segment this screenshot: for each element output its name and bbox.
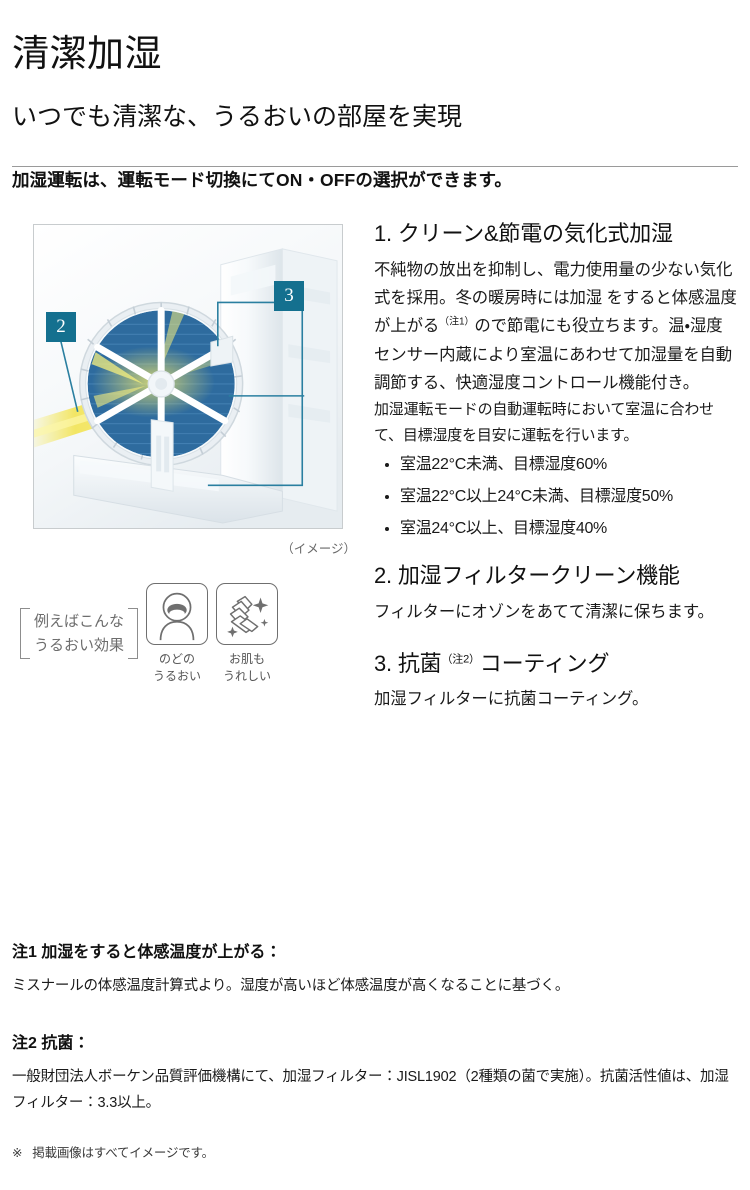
left-column: 2 3 （イメージ） 例えばこんな うるおい効果 のどの うるおい [12,224,364,683]
section-1-body-post: ので節電にも役立ちます。温・湿度センサー内蔵により室温にあわせて加湿量を自動調節… [374,317,733,392]
skin-moisture-hands-icon [216,583,279,646]
note-1-body: ミスナールの体感温度計算式より。湿度が高いほど体感温度が高くなることに基づく。 [12,978,570,994]
footnote-ref-1: （注1） [439,316,475,328]
footnotes: 注1 加湿をすると体感温度が上がる： ミスナールの体感温度計算式より。湿度が高い… [12,938,738,1161]
effect-caption-skin: お肌も うれしい [223,652,272,683]
section-3-heading-post: コーティング [479,650,610,676]
section-3-heading: 3. 抗菌（注2）コーティング [374,650,738,678]
target-humidity-list: 室温22°C未満、目標湿度60% 室温22°C以上24°C未満、目標湿度50% … [374,453,738,541]
throat-moisture-icon [146,583,209,646]
photo-caption: （イメージ） [281,542,356,557]
callout-badge-2: 2 [46,312,76,343]
image-disclaimer: ※ 掲載画像はすべてイメージです。 [12,1142,738,1161]
note-2-body: 一般財団法人ボーケン品質評価機構にて、加湿フィルター：JISL1902（2種類の… [12,1069,729,1111]
moisture-effects-group: 例えばこんな うるおい効果 のどの うるおい [20,583,364,683]
section-2-heading: 2. 加湿フィルタークリーン機能 [374,563,680,589]
list-item: 室温22°C未満、目標湿度60% [400,453,738,476]
page-title: 清潔加湿 [12,33,162,74]
humidifier-filter-illustration [34,225,342,529]
lead-statement: 加湿運転は、運転モード切換にてON・OFFの選択ができます。 [12,170,512,191]
effects-label: 例えばこんな うるおい効果 [20,608,139,659]
note-1-heading: 注1 加湿をすると体感温度が上がる： [12,944,282,961]
page-subtitle: いつでも清潔な、うるおいの部屋を実現 [12,102,463,131]
right-column: 1. クリーン&節電の気化式加湿 不純物の放出を抑制し、電力使用量の少ない気化式… [364,220,738,713]
section-3-body: 加湿フィルターに抗菌コーティング。 [374,690,649,709]
product-photo: 2 3 [33,224,343,530]
section-3-heading-pre: 3. 抗菌 [374,650,442,676]
header-divider [12,166,738,167]
section-1-subbody: 加湿運転モードの自動運転時において室温に合わせて、目標湿度を目安に運転を行います… [374,401,714,444]
effect-item-skin: お肌も うれしい [216,583,279,683]
content-columns: 2 3 （イメージ） 例えばこんな うるおい効果 のどの うるおい [12,221,738,717]
callout-badge-3: 3 [274,281,304,312]
note-2-heading: 注2 抗菌： [12,1035,90,1053]
effect-item-throat: のどの うるおい [146,583,209,683]
list-item: 室温24°C以上、目標湿度40% [400,517,738,540]
list-item: 室温22°C以上24°C未満、目標湿度50% [400,485,738,508]
section-2-body: フィルターにオゾンをあてて清潔に保ちます。 [374,602,714,621]
footnote-ref-2: （注2） [441,653,480,666]
asterisk-mark: ※ [12,1146,23,1161]
section-1-heading: 1. クリーン&節電の気化式加湿 [374,221,673,247]
effect-caption-throat: のどの うるおい [153,652,202,683]
section-1-body-pre: 不純物の放出を抑制し、電力使用量の少ない気化式を採用。冬の暖房時には加湿 をする… [374,260,737,336]
image-disclaimer-text: 掲載画像はすべてイメージです。 [32,1146,214,1161]
section-1-body: 不純物の放出を抑制し、電力使用量の少ない気化式を採用。冬の暖房時には加湿 をする… [374,256,738,397]
